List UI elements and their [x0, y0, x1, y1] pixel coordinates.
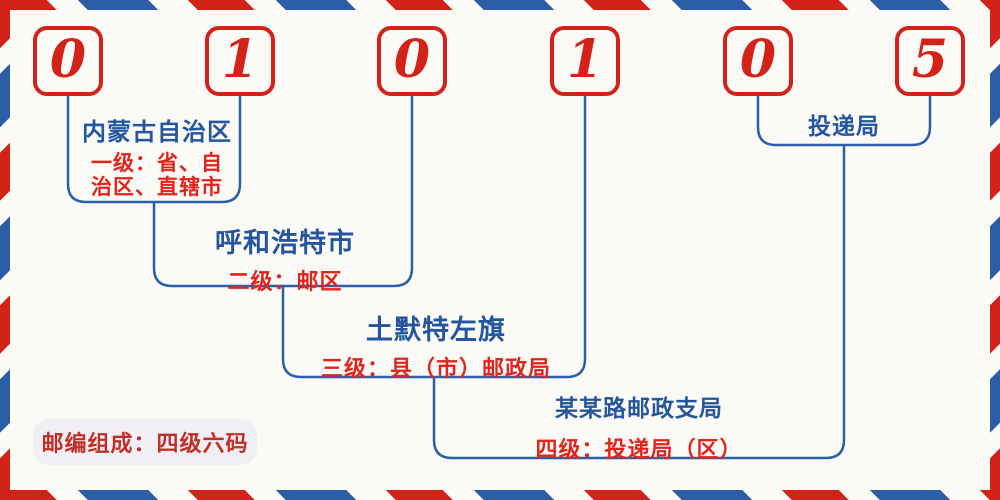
label-level4: 某某路邮政支局 四级：投递局（区） [535, 389, 742, 464]
digit-value: 1 [566, 29, 604, 90]
digit-value: 0 [49, 29, 87, 90]
digit-box-5: 0 [723, 26, 793, 96]
digit-box-3: 0 [377, 26, 447, 96]
digit-box-4: 1 [550, 26, 620, 96]
airmail-border-right [990, 0, 1000, 500]
level1-region-name: 内蒙古自治区 [82, 120, 232, 146]
level3-description: 三级：县（市）邮政局 [320, 356, 552, 381]
label-delivery-office: 投递局 [808, 107, 880, 141]
level1-description-line2: 治区、直辖市 [91, 175, 223, 199]
level1-description-line1: 一级：省、自 [91, 151, 223, 175]
digit-value: 0 [393, 29, 431, 90]
digit-value: 0 [739, 29, 777, 90]
label-level2: 呼和浩特市 二级：邮区 [215, 221, 355, 296]
footer-note-chip: 邮编组成：四级六码 [33, 419, 257, 465]
digit-value: 5 [911, 29, 949, 90]
level2-city-name: 呼和浩特市 [215, 228, 355, 258]
level4-description: 四级：投递局（区） [535, 437, 743, 462]
digit-value: 1 [221, 29, 259, 90]
delivery-office-name: 投递局 [808, 114, 880, 139]
footer-note-text: 邮编组成：四级六码 [41, 431, 249, 456]
level4-branch-name: 某某路邮政支局 [554, 396, 723, 421]
airmail-border-bottom [0, 490, 1000, 500]
airmail-border-left [0, 0, 10, 500]
digit-box-6: 5 [895, 26, 965, 96]
level2-description: 二级：邮区 [227, 269, 343, 294]
label-level3: 土默特左旗 三级：县（市）邮政局 [321, 308, 551, 383]
digit-box-2: 1 [205, 26, 275, 96]
label-level1: 内蒙古自治区 一级：省、自 治区、直辖市 [82, 112, 232, 199]
digit-box-1: 0 [33, 26, 103, 96]
bracket-level4 [432, 145, 846, 460]
airmail-border-top [0, 0, 1000, 10]
level3-county-name: 土默特左旗 [365, 315, 506, 345]
